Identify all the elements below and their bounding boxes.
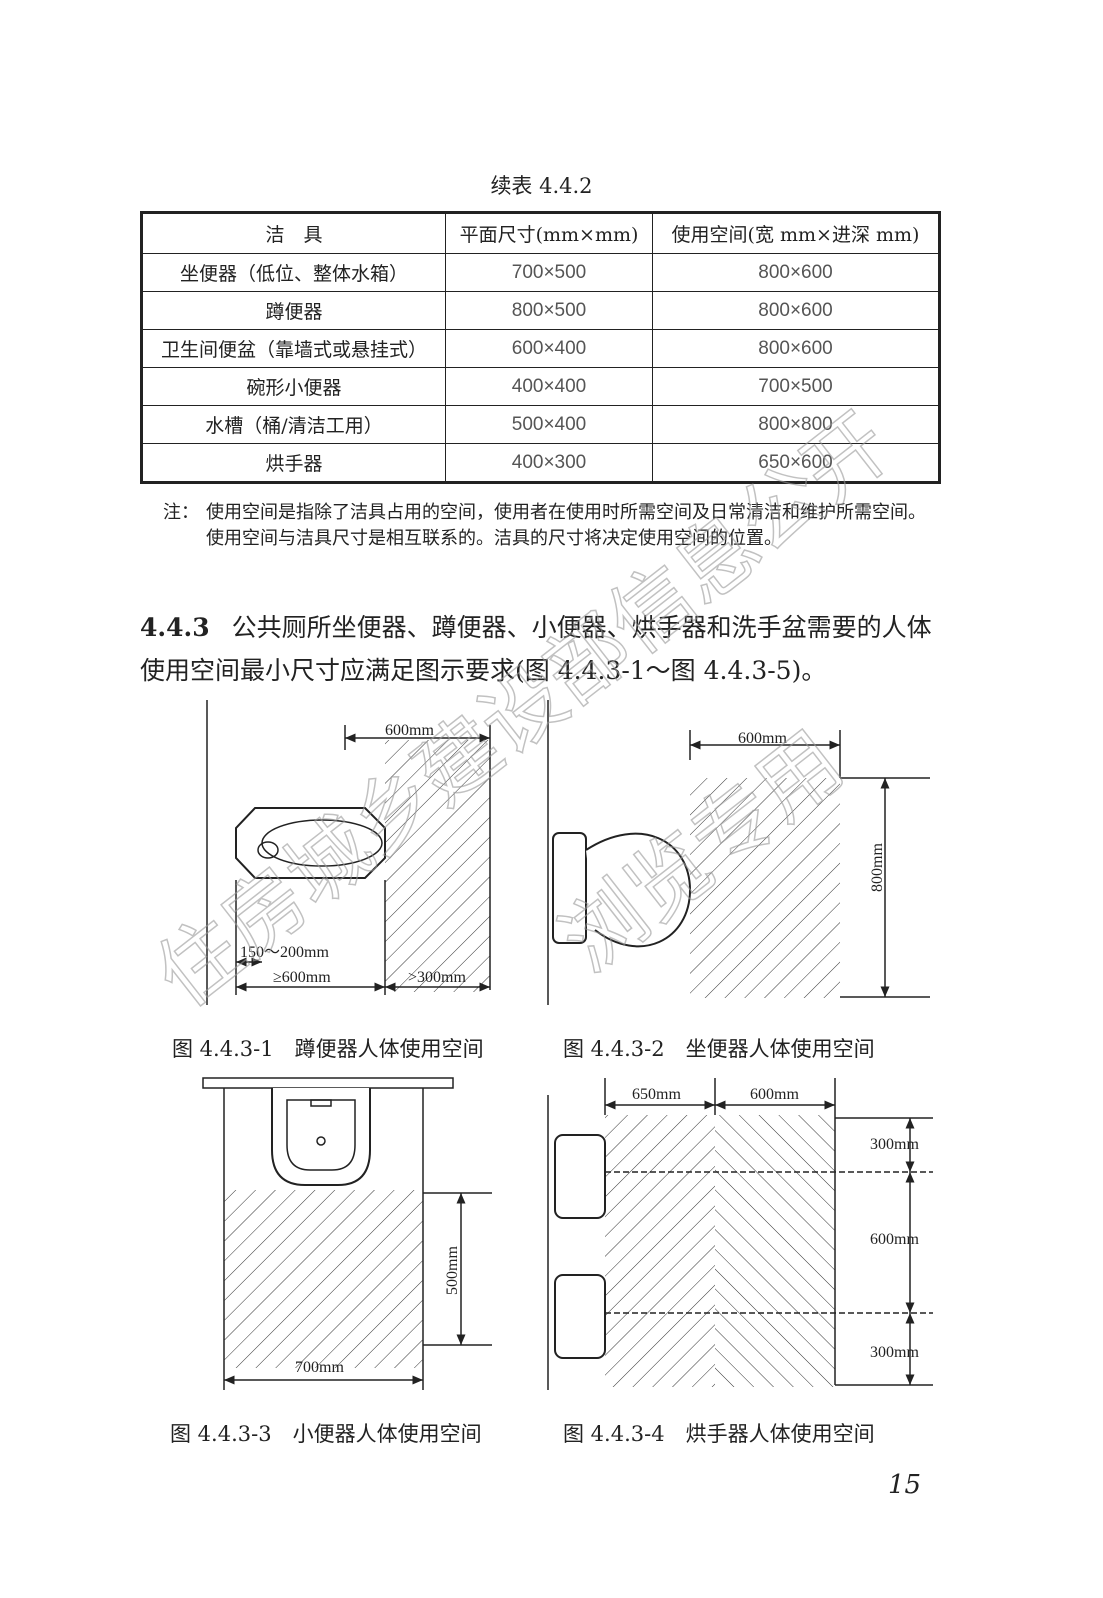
- cell-fixture: 卫生间便盆（靠墙式或悬挂式）: [141, 329, 446, 368]
- cell-use-space: 800×600: [652, 253, 940, 292]
- fixture-space-table: 洁 具 平面尺寸(mm×mm) 使用空间(宽 mm×进深 mm) 坐便器（低位、…: [140, 211, 941, 484]
- dim-label: 800mm: [869, 843, 886, 892]
- cell-plan-size: 400×300: [445, 443, 653, 483]
- dim-label: 600mm: [870, 1231, 919, 1248]
- cell-use-space: 650×600: [652, 443, 940, 483]
- figure-urinal: [202, 1077, 492, 1390]
- cell-fixture: 碗形小便器: [141, 367, 446, 406]
- figure-caption: 图 4.4.3-1 蹲便器人体使用空间: [172, 1037, 484, 1061]
- page-number: 15: [888, 1470, 922, 1500]
- figure-seat-toilet: [547, 700, 930, 1005]
- section-text: 公共厕所坐便器、蹲便器、小便器、烘手器和洗手盆需要的人体使用空间最小尺寸应满足图…: [140, 613, 932, 685]
- dim-label: 300mm: [870, 1344, 919, 1361]
- section-number: 4.4.3: [140, 613, 210, 642]
- cell-use-space: 800×600: [652, 291, 940, 330]
- table-note: 注： 使用空间是指除了洁具占用的空间，使用者在使用时所需空间及日常清洁和维护所需…: [163, 500, 943, 552]
- dim-label: 300mm: [870, 1136, 919, 1153]
- cell-plan-size: 600×400: [445, 329, 653, 368]
- cell-fixture: 烘手器: [141, 443, 446, 483]
- note-text: 使用空间是指除了洁具占用的空间，使用者在使用时所需空间及日常清洁和维护所需空间。…: [206, 502, 926, 549]
- dim-label: ≥600mm: [273, 969, 331, 986]
- dim-label: 500mm: [444, 1246, 461, 1295]
- cell-use-space: 700×500: [652, 367, 940, 406]
- cell-use-space: 800×800: [652, 405, 940, 444]
- dim-label: 600mm: [385, 722, 434, 739]
- cell-plan-size: 700×500: [445, 253, 653, 292]
- cell-plan-size: 500×400: [445, 405, 653, 444]
- cell-plan-size: 400×400: [445, 367, 653, 406]
- note-label: 注：: [163, 502, 199, 523]
- figure-squat-toilet: [206, 700, 491, 1005]
- dim-label: >300mm: [408, 969, 466, 986]
- dim-label: 650mm: [632, 1086, 681, 1103]
- table-caption: 续表 4.4.2: [490, 174, 593, 198]
- dim-label: 600mm: [750, 1086, 799, 1103]
- header-use-space: 使用空间(宽 mm×进深 mm): [652, 212, 940, 254]
- cell-fixture: 水槽（桶/清洁工用）: [141, 405, 446, 444]
- figure-caption: 图 4.4.3-2 坐便器人体使用空间: [563, 1037, 875, 1061]
- figure-caption: 图 4.4.3-4 烘手器人体使用空间: [563, 1422, 875, 1446]
- dim-label: 600mm: [738, 730, 787, 747]
- dim-label: 700mm: [295, 1359, 344, 1376]
- dim-label: 150～200mm: [240, 944, 329, 961]
- figure-hand-dryer: [547, 1078, 933, 1390]
- figure-caption: 图 4.4.3-3 小便器人体使用空间: [170, 1422, 482, 1446]
